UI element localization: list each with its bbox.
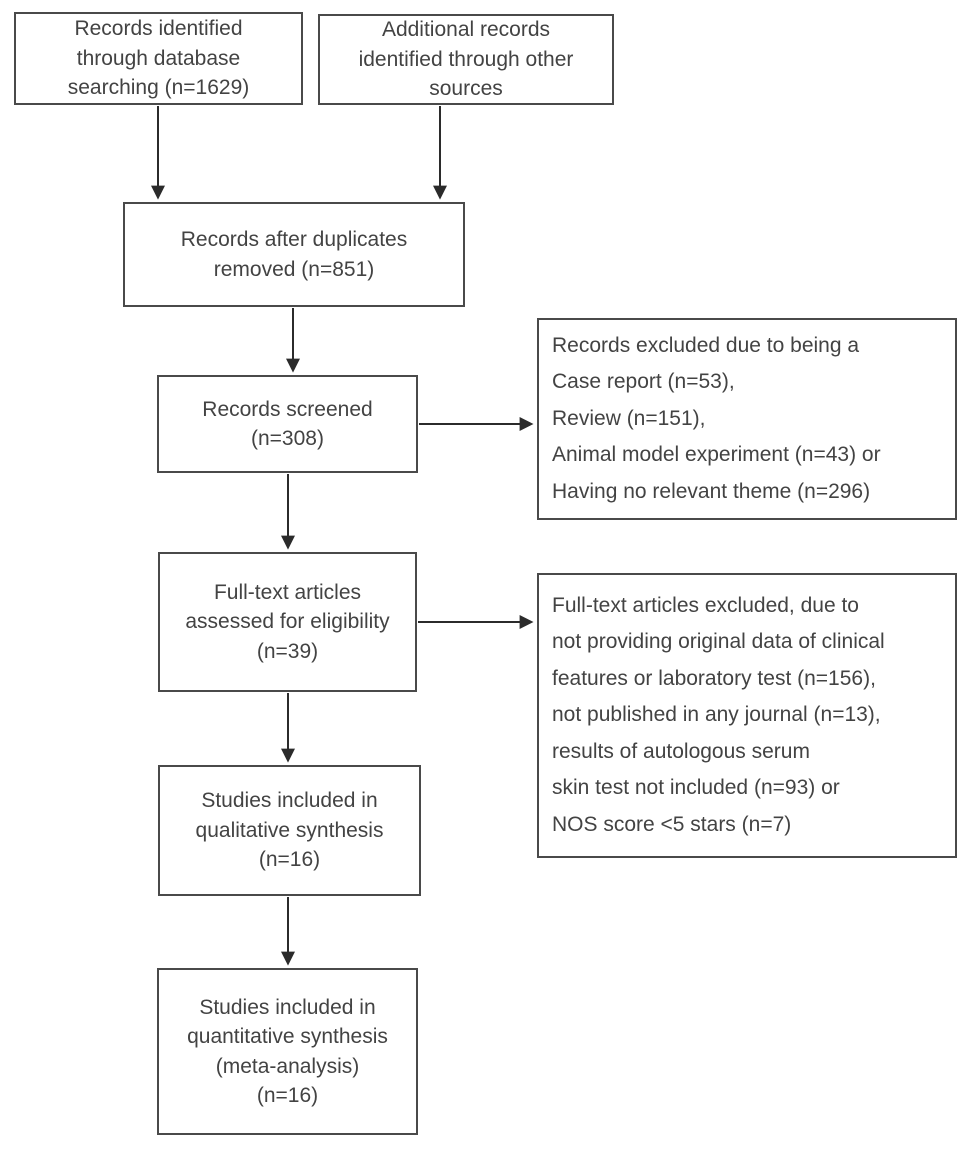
box-records-excluded-label: Records excluded due to being a Case rep… — [552, 333, 881, 503]
box-qualitative-synthesis-label: Studies included in qualitative synthesi… — [195, 789, 384, 872]
box-fulltext-assessed-label: Full-text articles assessed for eligibil… — [185, 580, 390, 663]
box-additional-records-label: Additional records identified through ot… — [358, 18, 574, 101]
box-quantitative-synthesis: Studies included in quantitative synthes… — [157, 968, 418, 1135]
box-fulltext-excluded-label: Full-text articles excluded, due to not … — [552, 593, 885, 836]
box-quantitative-synthesis-label: Studies included in quantitative synthes… — [187, 995, 388, 1107]
box-duplicates-removed-label: Records after duplicates removed (n=851) — [180, 228, 408, 281]
box-duplicates-removed: Records after duplicates removed (n=851) — [123, 202, 465, 307]
box-additional-records: Additional records identified through ot… — [318, 14, 614, 105]
box-fulltext-excluded: Full-text articles excluded, due to not … — [537, 573, 957, 858]
box-fulltext-assessed: Full-text articles assessed for eligibil… — [158, 552, 417, 692]
box-records-excluded: Records excluded due to being a Case rep… — [537, 318, 957, 520]
box-records-identified: Records identified through database sear… — [14, 12, 303, 105]
box-records-screened-label: Records screened (n=308) — [202, 397, 373, 450]
box-records-identified-label: Records identified through database sear… — [67, 17, 250, 100]
box-records-screened: Records screened (n=308) — [157, 375, 418, 473]
box-qualitative-synthesis: Studies included in qualitative synthesi… — [158, 765, 421, 896]
